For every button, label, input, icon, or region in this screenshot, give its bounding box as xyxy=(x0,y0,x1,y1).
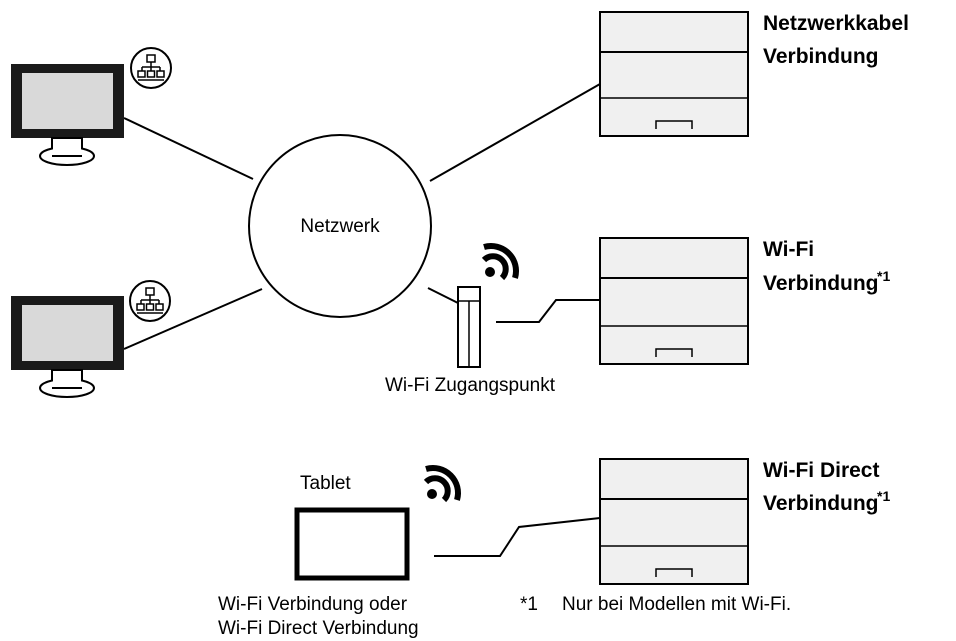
printer-wifi xyxy=(599,237,749,365)
network-icon xyxy=(129,280,171,322)
connection-wifi-line1: Wi-Fi xyxy=(763,238,814,261)
connection-wired-line1: Netzwerkkabel xyxy=(763,12,909,35)
wireless-link-printer-2 xyxy=(496,299,600,323)
access-point-label: Wi-Fi Zugangspunkt xyxy=(385,375,556,396)
pc-bottom xyxy=(11,296,124,398)
link-pc-top xyxy=(123,117,254,180)
wireless-link-tablet xyxy=(434,517,601,557)
connection-wifi-footnote-ref: *1 xyxy=(877,268,890,284)
tablet-caption-line2: Wi-Fi Direct Verbindung xyxy=(218,618,419,639)
printer-wifi-direct xyxy=(599,458,749,585)
printer-wired xyxy=(599,11,749,137)
tablet-caption-line1: Wi-Fi Verbindung oder xyxy=(218,594,408,615)
access-point xyxy=(457,286,481,368)
connection-wifi-direct-footnote-ref: *1 xyxy=(877,488,890,504)
footnote-marker: *1 xyxy=(520,594,538,615)
wifi-icon xyxy=(423,465,461,503)
wifi-icon xyxy=(481,243,519,281)
connection-wifi-direct-line1: Wi-Fi Direct xyxy=(763,459,879,482)
tablet-device xyxy=(294,507,410,581)
pc-top xyxy=(11,64,124,166)
tablet-label: Tablet xyxy=(300,473,351,494)
monitor-base-cover xyxy=(53,377,81,387)
monitor-screen xyxy=(22,305,113,361)
monitor-screen xyxy=(22,73,113,129)
network-icon xyxy=(130,47,172,89)
link-wired-printer xyxy=(429,83,601,182)
connection-wired-line2: Verbindung xyxy=(763,45,879,68)
network-label: Netzwerk xyxy=(300,216,380,237)
network-cloud xyxy=(248,134,432,318)
connection-wifi-line2: Verbindung xyxy=(763,272,879,295)
footnote-text: Nur bei Modellen mit Wi-Fi. xyxy=(562,594,791,615)
monitor-base-cover xyxy=(53,145,81,155)
link-pc-bottom xyxy=(123,288,263,350)
connection-wifi-direct-line2: Verbindung xyxy=(763,492,879,515)
link-access-point xyxy=(427,287,459,304)
